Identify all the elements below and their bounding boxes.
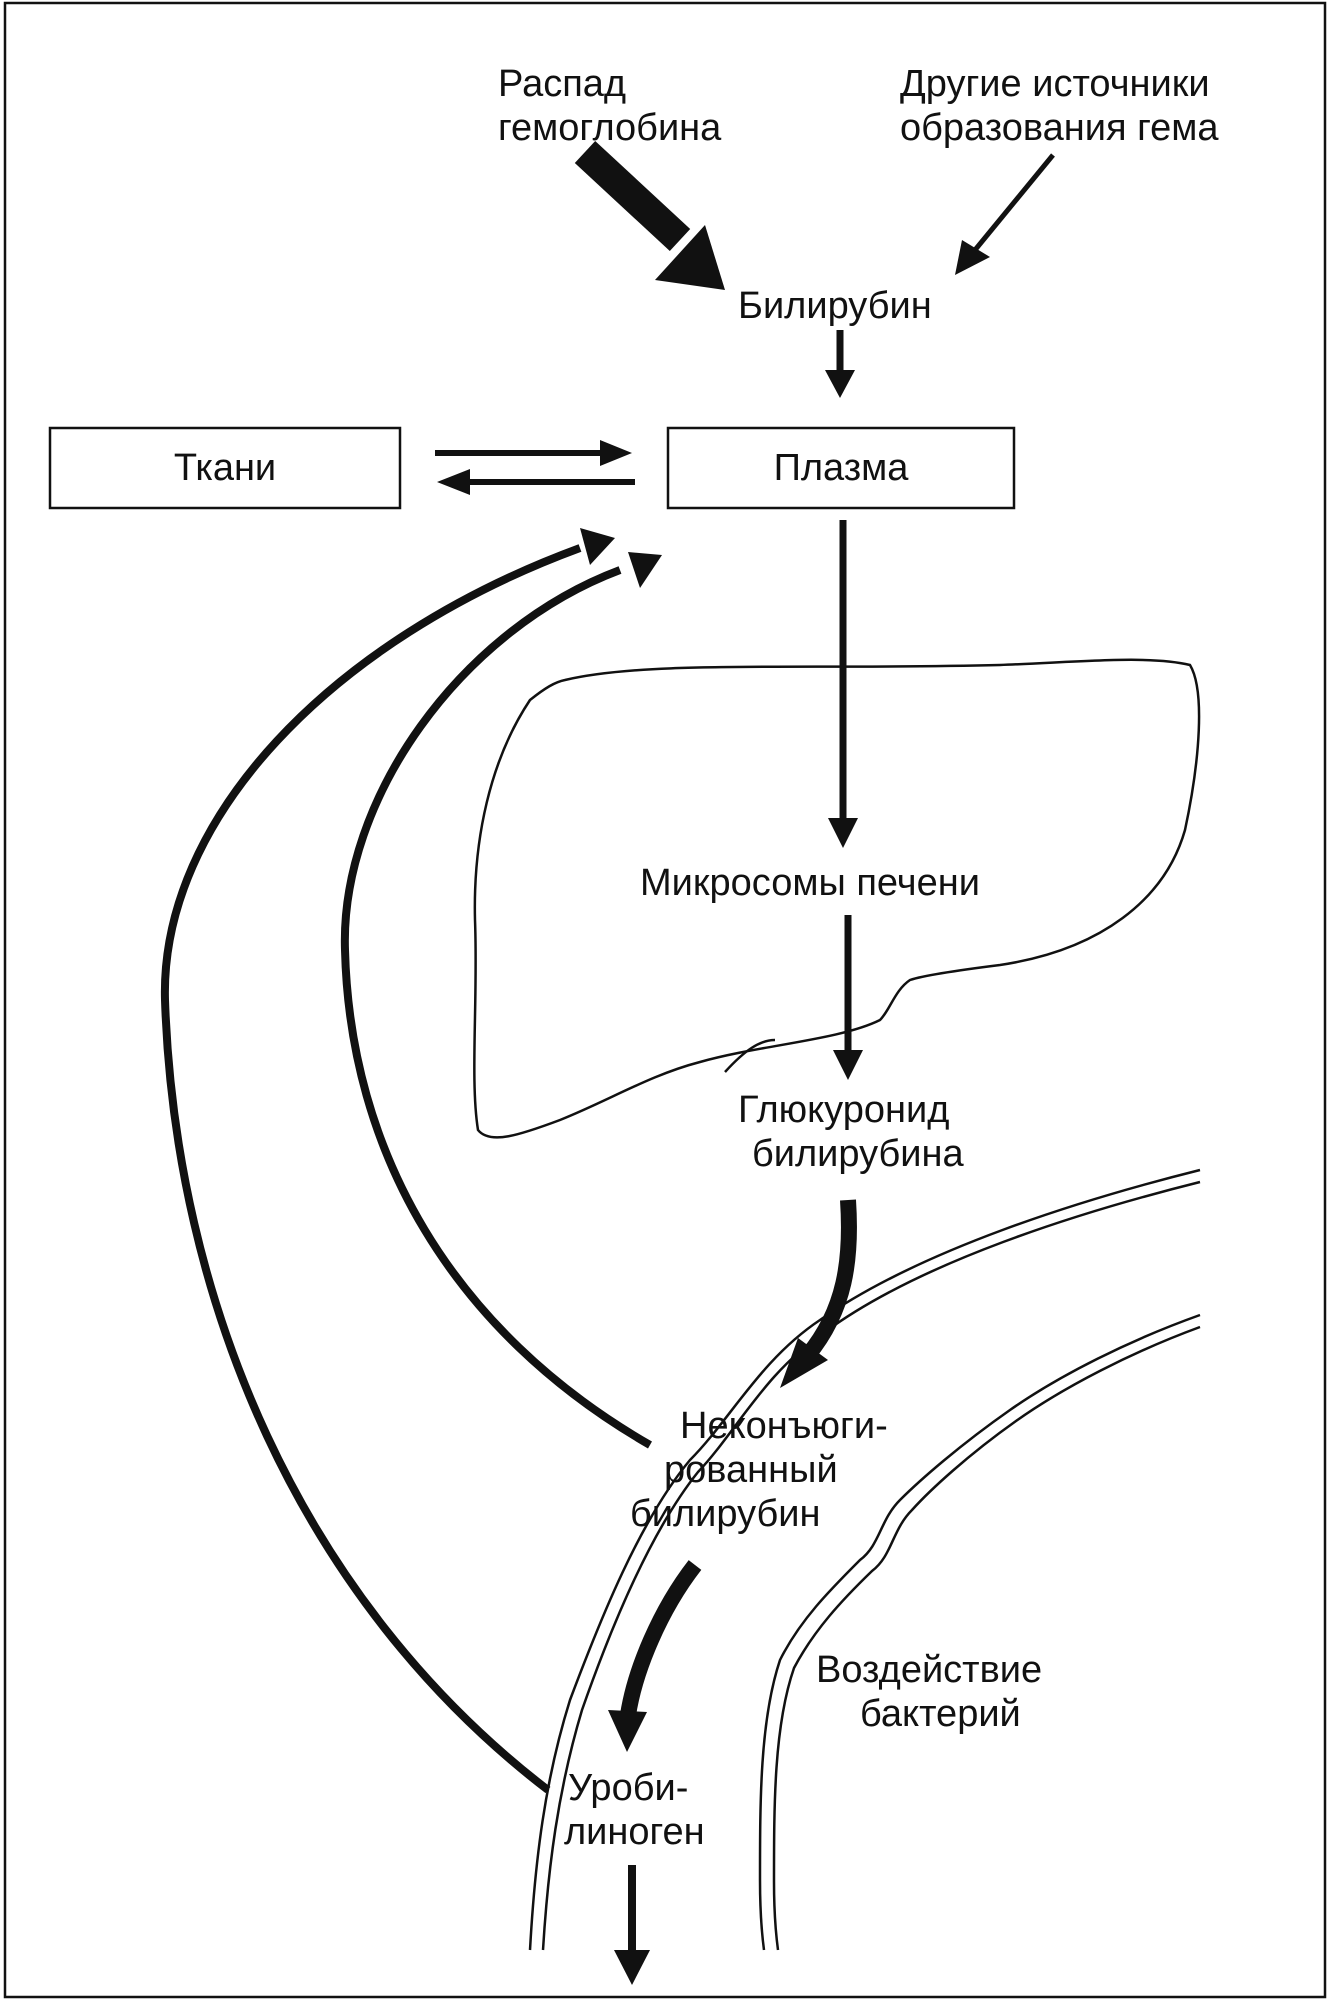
label-hemoglobin-breakdown-line2: гемоглобина — [498, 107, 722, 149]
label-unconjugated-bilirubin: Неконъюги- рованный билирубин — [630, 1405, 898, 1535]
other-sources-arrowhead — [955, 240, 990, 275]
label-other-heme-sources: Другие источники образования гема — [900, 63, 1220, 149]
diagram-frame — [3, 1, 1327, 1999]
label-glucuronide-line2: билирубина — [752, 1133, 965, 1175]
label-liver-microsomes: Микросомы печени — [640, 862, 980, 904]
unconjugated-to-urobilinogen-arrow — [620, 1560, 702, 1717]
unconjugated-to-plasma-arc — [340, 566, 652, 1449]
label-plasma: Плазма — [774, 447, 910, 489]
glucuronide-to-unconjugated-arrow — [801, 1199, 857, 1361]
label-unconjugated-line2: рованный — [664, 1449, 838, 1491]
label-bilirubin-glucuronide: Глюкуронид билирубина — [738, 1089, 965, 1175]
label-bacterial-action-line1: Воздействие — [816, 1649, 1042, 1691]
other-sources-to-bilirubin-arrow — [973, 153, 1055, 252]
label-unconjugated-line1: Неконъюги- — [680, 1405, 888, 1447]
label-bacterial-action-line2: бактерий — [860, 1693, 1021, 1735]
plasma-to-microsomes-arrowhead — [828, 818, 858, 848]
label-bacterial-action: Воздействие бактерий — [816, 1649, 1053, 1735]
label-glucuronide-line1: Глюкуронид — [738, 1089, 949, 1131]
tissues-box — [48, 426, 402, 510]
label-tissues: Ткани — [174, 447, 276, 489]
intestine-inner-wall-1 — [758, 1313, 1201, 1951]
hemoglobin-arrowhead — [655, 225, 725, 290]
microsomes-to-glucuronide-arrowhead — [833, 1050, 863, 1080]
label-bilirubin: Билирубин — [738, 285, 932, 327]
intestine-outer-wall-2 — [541, 1180, 1201, 1951]
urobilinogen-to-plasma-arrowhead — [580, 528, 615, 565]
label-other-heme-sources-line1: Другие источники — [900, 63, 1210, 105]
urobilinogen-excretion-arrowhead — [614, 1950, 650, 1985]
unconjugated-to-plasma-arrowhead — [628, 552, 662, 588]
label-urobilinogen-line2: линоген — [564, 1811, 705, 1853]
urobilinogen-to-plasma-arc — [160, 544, 582, 1794]
liver-fissure — [724, 1038, 776, 1073]
label-other-heme-sources-line2: образования гема — [900, 107, 1219, 149]
label-urobilinogen: Уроби- линоген — [564, 1767, 705, 1853]
label-hemoglobin-breakdown: Распад гемоглобина — [498, 63, 722, 149]
label-unconjugated-line3: билирубин — [630, 1493, 821, 1535]
bilirubin-to-plasma-arrowhead — [825, 370, 855, 398]
hemoglobin-to-bilirubin-arrow — [574, 140, 691, 252]
unconjugated-to-urobilinogen-arrowhead — [608, 1710, 647, 1752]
tissues-to-plasma-arrowhead — [600, 440, 632, 466]
plasma-box — [666, 426, 1016, 510]
intestine-outer-wall-1 — [528, 1168, 1201, 1951]
plasma-to-tissues-arrowhead — [437, 469, 470, 495]
liver-outline — [473, 658, 1201, 1139]
intestine-inner-wall-2 — [772, 1325, 1201, 1951]
glucuronide-to-unconjugated-arrowhead — [780, 1338, 828, 1388]
label-urobilinogen-line1: Уроби- — [568, 1767, 688, 1809]
label-hemoglobin-breakdown-line1: Распад — [498, 63, 626, 105]
